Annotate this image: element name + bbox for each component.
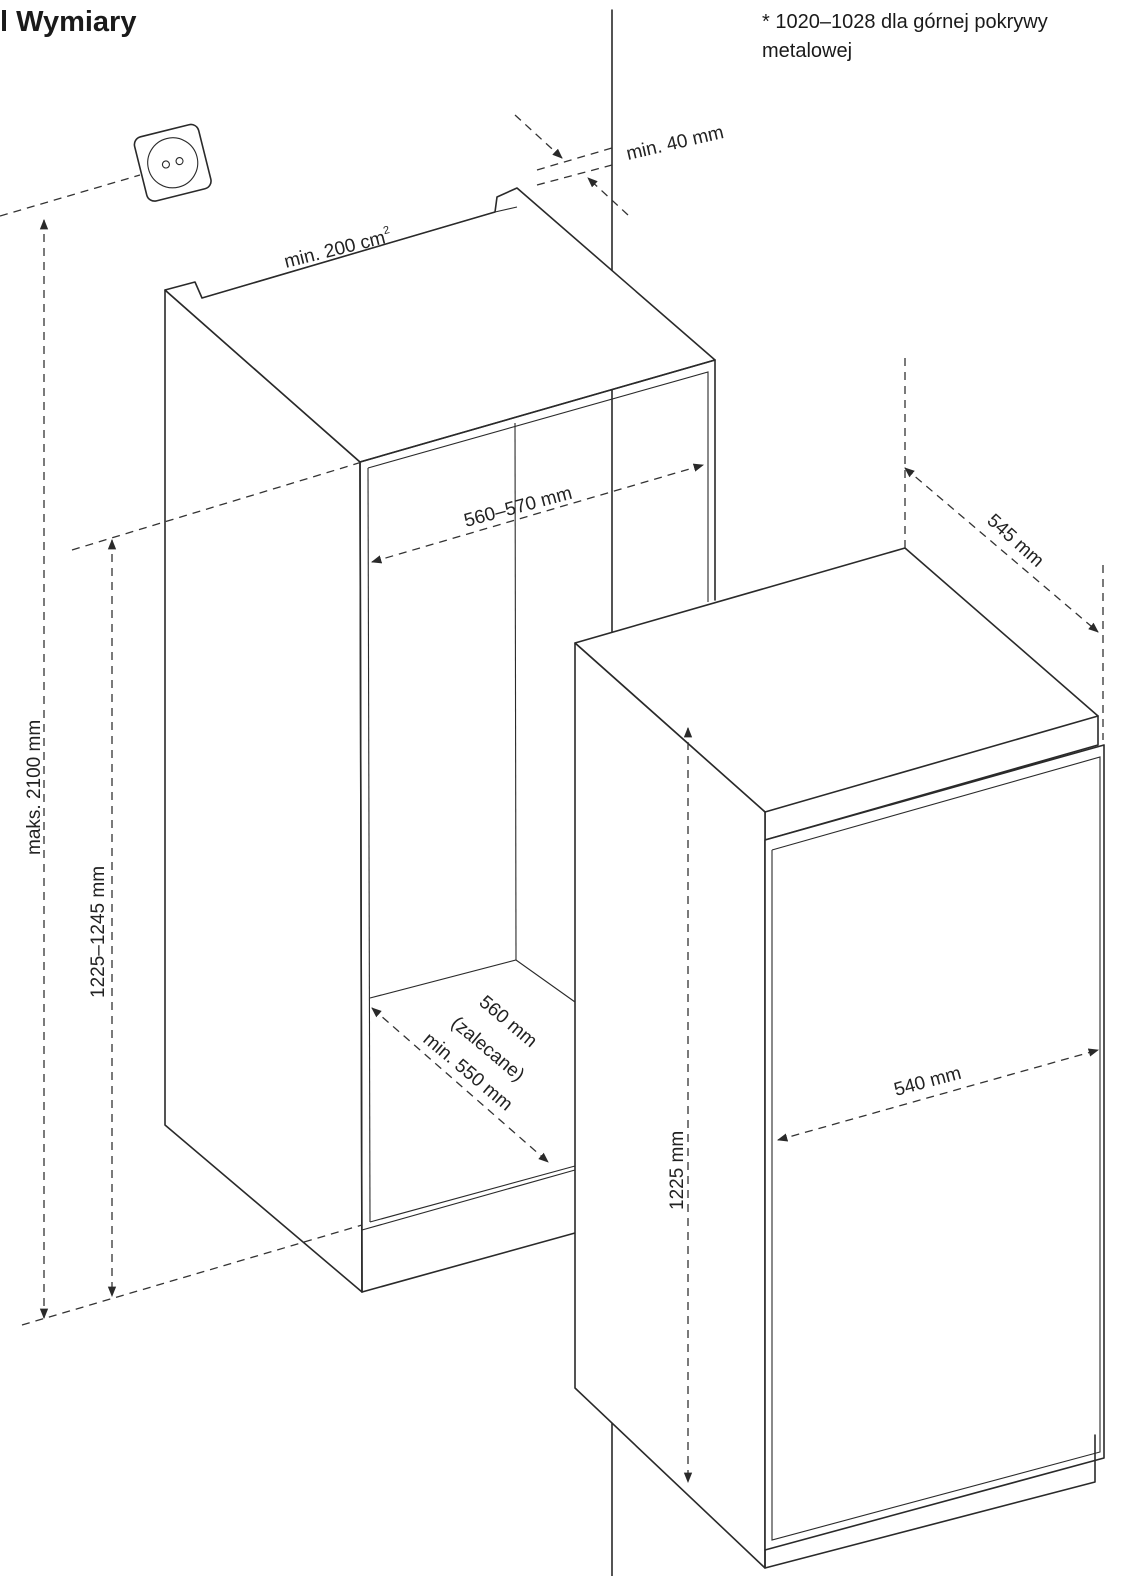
appliance-depth-arrow [904, 467, 1099, 633]
cabinet-left-side [164, 289, 363, 1293]
gap-extension-top [536, 147, 613, 171]
appliance-height-label: 1225 mm [667, 1131, 688, 1210]
min-gap-label: min. 40 mm [624, 122, 725, 165]
appliance-body [574, 547, 1105, 1569]
niche-depth-arrow [371, 1007, 549, 1163]
niche-cabinet [164, 187, 716, 1293]
gap-extension-bottom [536, 164, 613, 186]
floor-extension [21, 1224, 363, 1326]
max-height-top-extension [0, 174, 141, 217]
niche-height-label: 1225–1245 mm [88, 866, 109, 998]
footnote-line-1: * 1020–1028 dla górnej pokrywy [762, 11, 1048, 33]
page-title: l Wymiary [0, 6, 137, 38]
appliance-door [764, 744, 1105, 1551]
appliance-plinth [764, 1434, 1096, 1569]
gap-dimension-arrow-right [587, 177, 629, 216]
max-height-label: maks. 2100 mm [24, 720, 45, 855]
cabinet-front-frame [359, 359, 716, 601]
gap-dimension-arrow-left [514, 114, 563, 159]
footnote-line-2: metalowej [762, 40, 853, 62]
niche-width-label: 560–570 mm [462, 483, 575, 532]
niche-width-arrow [371, 463, 704, 564]
niche-height-top-extension [71, 461, 363, 551]
power-socket-icon [133, 123, 212, 202]
footnote: * 1020–1028 dla górnej pokrywy metalowej [762, 8, 1134, 66]
